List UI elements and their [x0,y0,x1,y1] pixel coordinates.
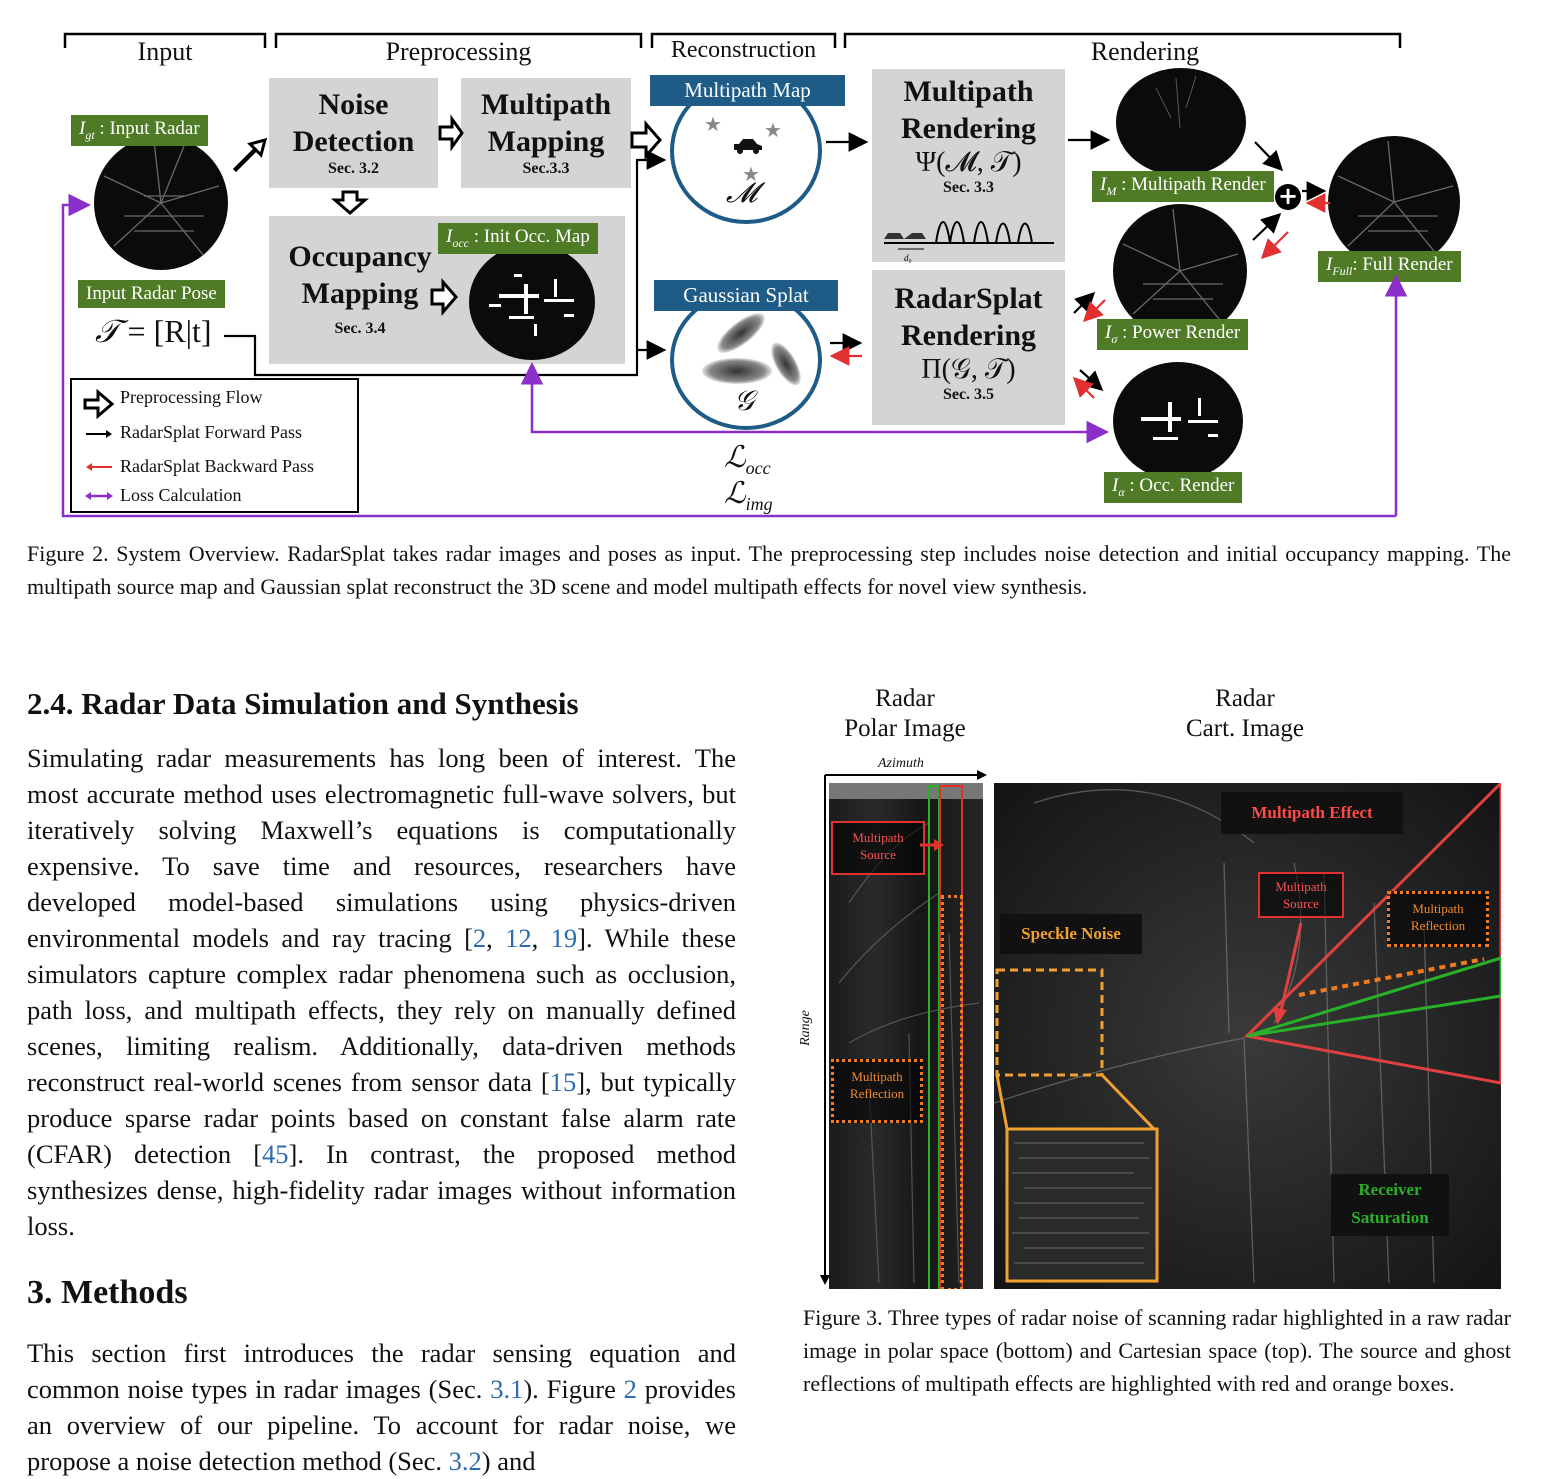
multipath-map-symbol: 𝓜 [726,178,758,209]
citation-link[interactable]: 2 [472,923,487,953]
citation-link[interactable]: 15 [549,1067,577,1097]
init-occupancy-image [469,244,595,360]
cartesian-image-title: Radar Cart. Image [1185,685,1304,742]
input-radar-image [94,136,228,270]
occupancy-render-tag: Iα : Occ. Render [1104,472,1243,503]
star-icon: ★ [764,120,782,142]
loss-occ-symbol: ℒocc [724,441,771,478]
multipath-effect-label: Multipath Effect [1221,792,1403,834]
multipath-rendering-sec: Sec. 3.3 [942,179,995,196]
polar-source-arrow [920,839,944,851]
gaussian-splat-tag: Gaussian Splat [654,280,838,311]
multipath-map-tag: Multipath Map [650,75,845,106]
stage-reconstruction-label: Reconstruction [670,37,817,63]
legend-icons [83,388,115,500]
loss-img-symbol: ℒimg [724,477,773,514]
car-icon [734,139,762,154]
multipath-rendering-formula: Ψ(𝓜, 𝒯) [915,147,1022,178]
cartesian-multipath-reflection-label: Multipath Reflection [1387,891,1489,947]
citation-link[interactable]: 12 [505,923,532,953]
input-radar-pose-tag: Input Radar Pose [78,280,225,308]
multipath-render-tag: IM : Multipath Render [1092,171,1274,202]
multipath-reflection-column-box [941,895,963,1289]
star-icon: ★ [704,114,722,136]
full-render-image [1328,136,1460,268]
multipath-mapping-title: Multipath Mapping [480,88,612,158]
power-render-image [1113,204,1247,338]
init-occ-map-tag: Iocc : Init Occ. Map [438,223,598,254]
stage-brackets [63,32,1402,48]
legend-forward-pass: RadarSplat Forward Pass [120,422,302,442]
receiver-saturation-label: Receiver Saturation [1331,1174,1449,1236]
multipath-render-image [1116,68,1246,176]
multipath-rendering-box: Multipath Rendering Ψ(𝓜, 𝒯) Sec. 3.3 [872,69,1065,262]
multipath-mapping-sec: Sec.3.3 [522,160,570,177]
figure-2-caption: Figure 2. System Overview. RadarSplat ta… [27,541,1511,599]
noise-detection-title: Noise Detection [292,88,415,158]
plus-icon: + [1275,184,1301,210]
section-ref-link[interactable]: 3.2 [448,1446,482,1476]
section-2-4-paragraph: Simulating radar measurements has long b… [27,743,737,1241]
stage-rendering-label: Rendering [1090,37,1200,66]
speckle-noise-label: Speckle Noise [1000,914,1142,954]
polar-multipath-reflection-label: Multipath Reflection [831,1059,923,1123]
pose-equation: 𝒯 = [R|t] [95,313,212,349]
power-render-tag: Iσ : Power Render [1097,319,1249,350]
radarsplat-rendering-title: RadarSplat Rendering [894,282,1043,352]
noise-detection-sec: Sec. 3.2 [327,160,380,177]
citation-link[interactable]: 19 [550,923,578,953]
polar-axes [820,770,987,1285]
legend-backward-pass: RadarSplat Backward Pass [120,456,314,476]
legend-loss-calculation: Loss Calculation [120,485,242,505]
section-2-4-heading: 2.4. Radar Data Simulation and Synthesis [27,686,579,721]
legend: Preprocessing Flow RadarSplat Forward Pa… [70,378,359,513]
input-radar-tag: Igt : Input Radar [71,115,208,146]
occupancy-mapping-title: Occupancy Mapping [288,240,432,310]
figure-3-caption: Figure 3. Three types of radar noise of … [803,1305,1511,1396]
star-icon: ★ [742,164,760,186]
section-3-paragraph: This section first introduces the radar … [27,1338,736,1476]
polar-image-title: Radar Polar Image [844,685,966,742]
figure-ref-link[interactable]: 2 [623,1374,637,1404]
citation-link[interactable]: 45 [262,1139,289,1169]
stage-input-label: Input [137,37,193,66]
section-ref-link[interactable]: 3.1 [490,1374,524,1404]
range-label: Range [797,1010,813,1046]
multipath-rendering-title: Multipath Rendering [901,75,1036,145]
noise-detection-box: Noise Detection Sec. 3.2 [269,78,438,188]
occupancy-mapping-sec: Sec. 3.4 [334,320,386,337]
d0-label: d₀ [904,253,912,263]
polar-multipath-source-label: Multipath Source [831,821,925,875]
occupancy-render-image [1113,362,1243,480]
cartesian-multipath-source-label: Multipath Source [1258,872,1344,918]
legend-preprocessing-flow: Preprocessing Flow [120,387,263,407]
section-3-heading: 3. Methods [27,1274,188,1311]
flow-arrows [61,114,1408,518]
multipath-pulse-plot: d₀ [884,221,1054,263]
multipath-mapping-box: Multipath Mapping Sec.3.3 [461,78,631,188]
stage-preprocessing-label: Preprocessing [385,37,532,66]
azimuth-label: Azimuth [878,756,924,771]
